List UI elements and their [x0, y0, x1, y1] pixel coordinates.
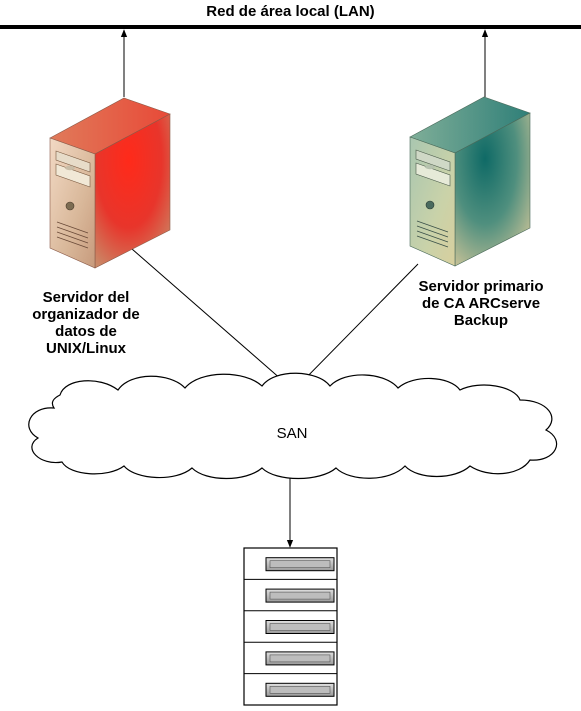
tower-server-icon	[49, 97, 171, 269]
unix-server-label: Servidor del organizador de datos de UNI…	[22, 289, 150, 357]
cloud-icon	[28, 372, 558, 480]
lan-label: Red de área local (LAN)	[206, 3, 375, 20]
storage-drive-slot-inner	[269, 623, 331, 631]
storage-drive-slot-inner	[269, 591, 331, 600]
tower-server-icon	[409, 96, 531, 267]
edge-unix-to-san	[131, 248, 291, 388]
primary-server-label: Servidor primario de CA ARCserve Backup	[402, 278, 560, 329]
tape-library-icon	[243, 547, 338, 706]
storage-drive-slot-inner	[269, 560, 331, 569]
storage-drive-slot-inner	[269, 654, 331, 663]
primary-server-label-line: de CA ARCserve	[421, 295, 541, 312]
san-label: SAN	[276, 425, 308, 442]
primary-server-label-line: Servidor primario	[418, 278, 544, 295]
unix-server-label-line: organizador de	[32, 306, 140, 323]
storage-drive-slot-inner	[269, 685, 331, 694]
unix-server-label-line: datos de	[55, 323, 117, 340]
primary-server-label-line: Backup	[453, 312, 509, 329]
unix-server-label-line: UNIX/Linux	[45, 340, 126, 357]
unix-server-label-line: Servidor del	[42, 289, 130, 306]
edge-primary-to-san	[296, 263, 419, 388]
